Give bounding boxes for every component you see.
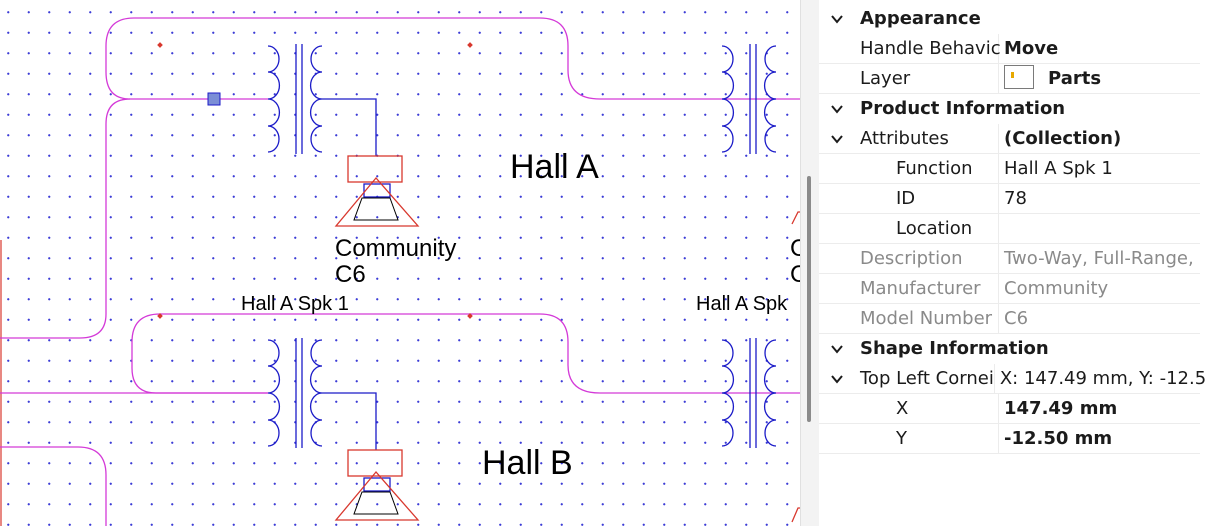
category-label: Shape Information (860, 338, 1049, 359)
speaker-hall-b-2-edge (791, 507, 800, 523)
category-appearance[interactable]: Appearance (819, 4, 1200, 34)
properties-panel: Appearance Handle Behavic Move Layer Par… (819, 0, 1206, 526)
schematic-drawing: Hall A Hall B Community C6 Hall A Spk 1 … (0, 17, 808, 526)
chevron-down-icon[interactable] (830, 372, 844, 386)
speaker-2-function-label: Hall A Spk (696, 293, 788, 315)
property-value[interactable]: X: 147.49 mm, Y: -12.5 (999, 367, 1206, 389)
property-name: Attributes (860, 123, 999, 154)
speaker-hall-a-2-edge (791, 211, 800, 225)
connection-points (157, 42, 473, 319)
canvas-vertical-scrollbar[interactable] (800, 0, 820, 526)
property-value[interactable]: C6 (1004, 307, 1029, 329)
wire-hall-b-upper[interactable] (131, 313, 808, 394)
property-y[interactable]: Y -12.50 mm (819, 423, 1200, 454)
property-handle-behavior[interactable]: Handle Behavic Move (819, 33, 1200, 64)
speaker-1-manufacturer-label: Community (335, 235, 456, 262)
property-name: Layer (860, 63, 999, 94)
property-top-left-corner[interactable]: Top Left Cornei X: 147.49 mm, Y: -12.5 (819, 363, 1206, 394)
property-value[interactable] (999, 214, 1200, 244)
property-name: Location (896, 213, 999, 244)
property-name: Function (896, 153, 999, 184)
property-location[interactable]: Location (819, 213, 1200, 244)
property-attributes[interactable]: Attributes (Collection) (819, 123, 1200, 154)
speaker-1-model-label: C6 (335, 261, 366, 288)
category-label: Product Information (860, 98, 1066, 119)
property-name: Y (896, 423, 999, 454)
room-label-hall-b: Hall B (482, 444, 573, 482)
property-model-number[interactable]: Model Number C6 (819, 303, 1200, 334)
chevron-down-icon[interactable] (830, 12, 844, 26)
property-value[interactable]: Parts (999, 64, 1200, 94)
selection-handle[interactable] (207, 92, 221, 106)
wire-hall-a-upper[interactable] (105, 17, 808, 100)
property-value[interactable]: Two-Way, Full-Range, (1004, 247, 1194, 269)
property-name: Manufacturer (860, 273, 999, 304)
property-id[interactable]: ID 78 (819, 183, 1200, 214)
property-function[interactable]: Function Hall A Spk 1 (819, 153, 1200, 184)
property-name: Handle Behavic (860, 33, 1001, 64)
transformer-hall-b-1[interactable] (267, 338, 377, 450)
property-manufacturer[interactable]: Manufacturer Community (819, 273, 1200, 304)
property-value[interactable]: Move (1004, 37, 1059, 59)
property-x[interactable]: X 147.49 mm (819, 393, 1200, 424)
scrollbar-thumb[interactable] (807, 176, 811, 422)
wire-hall-a-left[interactable] (0, 98, 131, 339)
transformer-hall-a-2[interactable] (721, 44, 777, 154)
property-value[interactable]: Hall A Spk 1 (1004, 157, 1113, 179)
property-name: ID (896, 183, 999, 214)
room-label-hall-a: Hall A (510, 148, 599, 186)
chevron-down-icon[interactable] (830, 132, 844, 146)
category-shape-information[interactable]: Shape Information (819, 334, 1200, 364)
drawing-canvas[interactable]: Hall A Hall B Community C6 Hall A Spk 1 … (0, 0, 808, 526)
transformer-hall-b-2[interactable] (721, 338, 777, 448)
category-label: Appearance (860, 8, 981, 29)
property-description[interactable]: Description Two-Way, Full-Range, (819, 243, 1200, 274)
property-layer[interactable]: Layer Parts (819, 63, 1200, 94)
transformer-hall-a-1[interactable] (267, 44, 377, 156)
property-name: Description (860, 243, 999, 274)
wire-hall-b-lower[interactable] (0, 446, 107, 526)
chevron-down-icon[interactable] (830, 342, 844, 356)
property-name: X (896, 393, 999, 424)
property-value[interactable]: 78 (1004, 187, 1027, 209)
speaker-hall-a-1[interactable] (334, 155, 420, 227)
property-name: Model Number (860, 303, 999, 334)
property-name: Top Left Cornei (860, 363, 995, 394)
property-value[interactable]: (Collection) (1004, 127, 1122, 149)
category-product-information[interactable]: Product Information (819, 94, 1200, 124)
property-value[interactable]: -12.50 mm (1004, 427, 1113, 449)
property-value[interactable]: Community (1004, 277, 1109, 299)
chevron-down-icon[interactable] (830, 102, 844, 116)
speaker-hall-b-1[interactable] (334, 449, 420, 521)
layer-color-icon (1004, 65, 1034, 89)
layer-value-text: Parts (1048, 67, 1102, 89)
property-value[interactable]: 147.49 mm (1004, 397, 1118, 419)
speaker-1-function-label: Hall A Spk 1 (241, 293, 349, 315)
